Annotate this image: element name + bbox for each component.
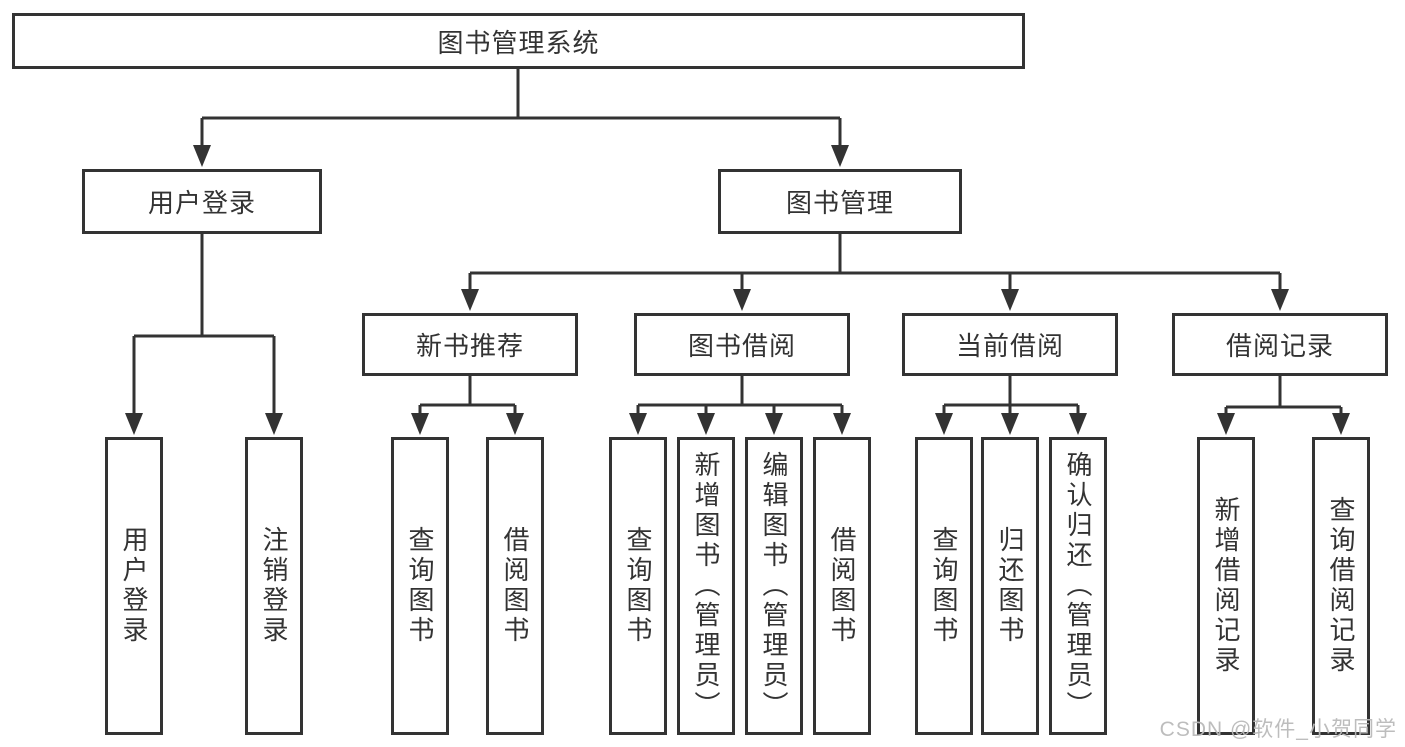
leaf-logout: 注销登录 — [245, 437, 303, 735]
leaf-add-borrow-record: 新增借阅记录 — [1197, 437, 1255, 735]
leaf-add-books-admin: 新增图书（管理员） — [677, 437, 735, 735]
leaf-query-borrow-record: 查询借阅记录 — [1312, 437, 1370, 735]
leaf-edit-books-admin: 编辑图书（管理员） — [745, 437, 803, 735]
leaf-label: 新增图书（管理员） — [691, 451, 721, 721]
leaf-return-books: 归还图书 — [981, 437, 1039, 735]
node-current-borrowing: 当前借阅 — [902, 313, 1118, 376]
node-label: 当前借阅 — [955, 331, 1064, 361]
node-book-management: 图书管理 — [718, 169, 962, 234]
leaf-borrow-books-recommend: 借阅图书 — [486, 437, 544, 735]
leaf-label: 编辑图书（管理员） — [759, 451, 789, 721]
leaf-label: 查询图书 — [405, 526, 435, 646]
node-label: 新书推荐 — [415, 331, 524, 361]
leaf-label: 借阅图书 — [827, 526, 857, 646]
node-label: 借阅记录 — [1225, 331, 1334, 361]
node-label: 图书管理系统 — [437, 27, 600, 58]
leaf-label: 查询图书 — [929, 526, 959, 646]
leaf-confirm-return-admin: 确认归还（管理员） — [1049, 437, 1107, 735]
leaf-label: 借阅图书 — [500, 526, 530, 646]
arrowheads — [125, 145, 1350, 435]
leaf-label: 新增借阅记录 — [1211, 496, 1241, 676]
leaf-query-books-current: 查询图书 — [915, 437, 973, 735]
leaf-label: 归还图书 — [995, 526, 1025, 646]
leaf-label: 确认归还（管理员） — [1063, 451, 1093, 721]
leaf-label: 用户登录 — [119, 526, 149, 646]
node-label: 图书借阅 — [687, 331, 796, 361]
leaf-user-login: 用户登录 — [105, 437, 163, 735]
leaf-label: 查询借阅记录 — [1326, 496, 1356, 676]
node-root-library-system: 图书管理系统 — [12, 13, 1025, 69]
node-new-book-recommendation: 新书推荐 — [362, 313, 578, 376]
node-user-login: 用户登录 — [82, 169, 322, 234]
leaf-query-books-borrowing: 查询图书 — [609, 437, 667, 735]
leaf-borrow-books-borrowing: 借阅图书 — [813, 437, 871, 735]
node-book-borrowing: 图书借阅 — [634, 313, 850, 376]
node-borrowing-records: 借阅记录 — [1172, 313, 1388, 376]
node-label: 用户登录 — [147, 188, 256, 218]
leaf-label: 注销登录 — [259, 526, 289, 646]
leaf-query-books-recommend: 查询图书 — [391, 437, 449, 735]
leaf-label: 查询图书 — [623, 526, 653, 646]
node-label: 图书管理 — [785, 188, 894, 218]
